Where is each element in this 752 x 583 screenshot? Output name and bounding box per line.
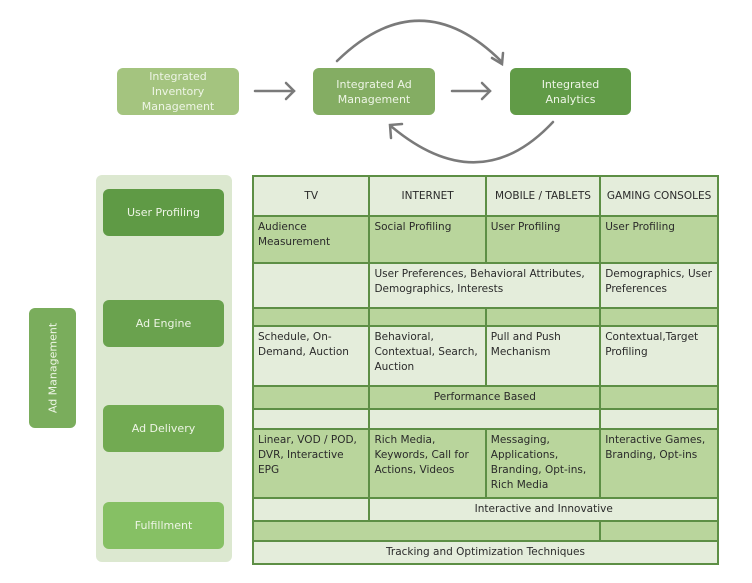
table-cell: [599, 408, 719, 430]
table-row: Tracking and Optimization Techniques: [252, 540, 719, 565]
table-row: [251, 520, 719, 542]
table-cell: [484, 307, 602, 327]
table-cell: Rich Media, Keywords, Call for Actions, …: [368, 428, 487, 499]
table-cell: Audience Measurement: [251, 215, 371, 264]
ad-management-label: Ad Management: [29, 308, 76, 428]
table-cell: Performance Based: [368, 385, 602, 410]
table-cell: [251, 520, 602, 542]
table-cell: [251, 262, 371, 309]
table-cell: [368, 307, 487, 327]
table-row: Schedule, On-Demand, Auction Behavioral,…: [251, 325, 719, 387]
process-steps-panel: User Profiling Ad Engine Ad Delivery Ful…: [96, 175, 232, 562]
table-cell: [599, 385, 719, 410]
table-cell: Messaging, Applications, Branding, Opt-i…: [484, 428, 602, 499]
table-row: [251, 408, 719, 430]
step-fulfillment: Fulfillment: [103, 502, 224, 549]
table-cell: User Profiling: [599, 215, 719, 264]
channel-matrix-table: TV INTERNET MOBILE / TABLETS GAMING CONS…: [251, 175, 719, 565]
curved-arrow-bottom-icon: [388, 120, 555, 164]
arrow-right-icon: [253, 81, 296, 101]
arrow-right-icon: [450, 81, 492, 101]
table-cell: User Profiling: [484, 215, 602, 264]
table-cell: [368, 408, 602, 430]
integrated-ad-management-box: Integrated Ad Management: [313, 68, 435, 115]
table-cell: [251, 385, 371, 410]
table-cell: Schedule, On-Demand, Auction: [251, 325, 371, 387]
curved-arrow-top-icon: [335, 19, 505, 67]
step-ad-engine: Ad Engine: [103, 300, 224, 347]
integrated-inventory-management-box: Integrated Inventory Management: [117, 68, 239, 115]
table-cell: User Preferences, Behavioral Attributes,…: [368, 262, 602, 309]
table-cell: [599, 520, 719, 542]
header-gaming: GAMING CONSOLES: [599, 175, 719, 217]
header-mobile: MOBILE / TABLETS: [484, 175, 602, 217]
table-cell: Tracking and Optimization Techniques: [252, 540, 719, 565]
table-cell: Contextual,Target Profiling: [599, 325, 719, 387]
table-cell: Interactive Games, Branding, Opt-ins: [599, 428, 719, 499]
step-ad-delivery: Ad Delivery: [103, 405, 224, 452]
ad-management-text: Ad Management: [46, 322, 59, 414]
table-row: Performance Based: [251, 385, 719, 410]
table-row: Linear, VOD / POD, DVR, Interactive EPG …: [251, 428, 719, 499]
table-row: Audience Measurement Social Profiling Us…: [251, 215, 719, 264]
header-tv: TV: [251, 175, 371, 217]
header-row: TV INTERNET MOBILE / TABLETS GAMING CONS…: [251, 175, 719, 217]
table-cell: [251, 307, 371, 327]
table-cell: [599, 307, 719, 327]
table-cell: [251, 497, 371, 522]
table-row: User Preferences, Behavioral Attributes,…: [251, 262, 719, 309]
table-cell: [251, 408, 371, 430]
table-cell: Interactive and Innovative: [368, 497, 719, 522]
table-row: Interactive and Innovative: [251, 497, 719, 522]
table-cell: Pull and Push Mechanism: [484, 325, 602, 387]
table-cell: Demographics, User Preferences: [599, 262, 719, 309]
integrated-analytics-box: Integrated Analytics: [510, 68, 631, 115]
table-cell: Social Profiling: [368, 215, 487, 264]
table-cell: Behavioral, Contextual, Search, Auction: [368, 325, 487, 387]
table-cell: Linear, VOD / POD, DVR, Interactive EPG: [251, 428, 371, 499]
header-internet: INTERNET: [368, 175, 487, 217]
step-user-profiling: User Profiling: [103, 189, 224, 236]
table-row: [251, 307, 719, 327]
